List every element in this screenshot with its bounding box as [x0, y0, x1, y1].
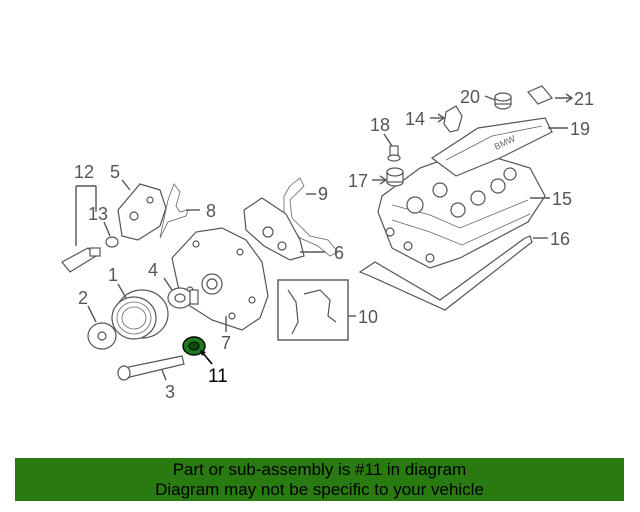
hub-part-4[interactable] — [167, 287, 199, 309]
label-part-1: 1 — [108, 265, 118, 285]
timing-cover-part-7[interactable] — [171, 227, 269, 331]
label-part-18: 18 — [370, 115, 390, 135]
leader-2 — [87, 305, 97, 323]
o-ring-part-13[interactable] — [105, 236, 119, 248]
sensor-part-12[interactable] — [61, 247, 101, 273]
washer-part-2[interactable] — [87, 322, 117, 350]
leader-4 — [163, 277, 173, 291]
parts-diagram: BMW — [61, 85, 594, 402]
label-part-4: 4 — [148, 260, 158, 280]
label-part-11: 11 — [208, 366, 228, 387]
label-part-8: 8 — [206, 201, 216, 221]
label-part-14: 14 — [405, 109, 425, 129]
label-part-21: 21 — [574, 89, 594, 109]
label-part-19: 19 — [570, 119, 590, 139]
label-part-16: 16 — [550, 229, 570, 249]
label-part-2: 2 — [78, 288, 88, 308]
label-part-12: 12 — [74, 162, 94, 182]
label-part-6: 6 — [334, 243, 344, 263]
leader-3 — [161, 369, 167, 381]
label-part-7: 7 — [221, 333, 231, 353]
arrow-21 — [565, 93, 574, 103]
seal-part-10a[interactable] — [287, 289, 299, 335]
plug-part-20[interactable] — [494, 92, 512, 110]
leader-18 — [383, 133, 393, 147]
arrow-17 — [379, 175, 388, 185]
arrow-14 — [437, 113, 446, 123]
label-part-20: 20 — [460, 87, 480, 107]
info-banner: Part or sub-assembly is #11 in diagram D… — [15, 458, 624, 501]
sensor-part-14[interactable] — [443, 105, 463, 133]
label-part-9: 9 — [318, 184, 328, 204]
label-part-13: 13 — [88, 204, 108, 224]
gasket-part-16[interactable] — [358, 235, 533, 311]
seal-part-10b[interactable] — [303, 289, 337, 323]
cap-part-21[interactable] — [527, 85, 553, 105]
cover-plate-part-19[interactable]: BMW — [430, 117, 553, 177]
pulley-part-1[interactable] — [111, 289, 169, 340]
bolt-part-3[interactable] — [117, 355, 185, 381]
banner-line-2: Diagram may not be specific to your vehi… — [155, 480, 484, 499]
leader-13 — [103, 221, 111, 237]
seal-part-11[interactable] — [182, 336, 206, 356]
label-part-15: 15 — [552, 189, 572, 209]
gasket-part-8[interactable] — [159, 183, 189, 239]
leader-1 — [117, 283, 127, 299]
label-part-10: 10 — [358, 307, 378, 327]
arrow-11 — [200, 350, 206, 356]
cover-part-5[interactable] — [117, 183, 167, 241]
bolt-part-18[interactable] — [387, 145, 401, 162]
banner-line-1: Part or sub-assembly is #11 in diagram — [172, 460, 467, 479]
leader-5 — [121, 179, 131, 191]
cover-part-6[interactable] — [243, 197, 305, 261]
label-part-3: 3 — [165, 382, 175, 402]
label-part-17: 17 — [348, 171, 368, 191]
label-part-5: 5 — [110, 162, 120, 182]
box-part-10 — [277, 279, 349, 341]
valve-cover-part-15[interactable] — [377, 149, 546, 269]
grommet-part-17[interactable] — [386, 167, 404, 187]
leader-20 — [484, 95, 496, 101]
